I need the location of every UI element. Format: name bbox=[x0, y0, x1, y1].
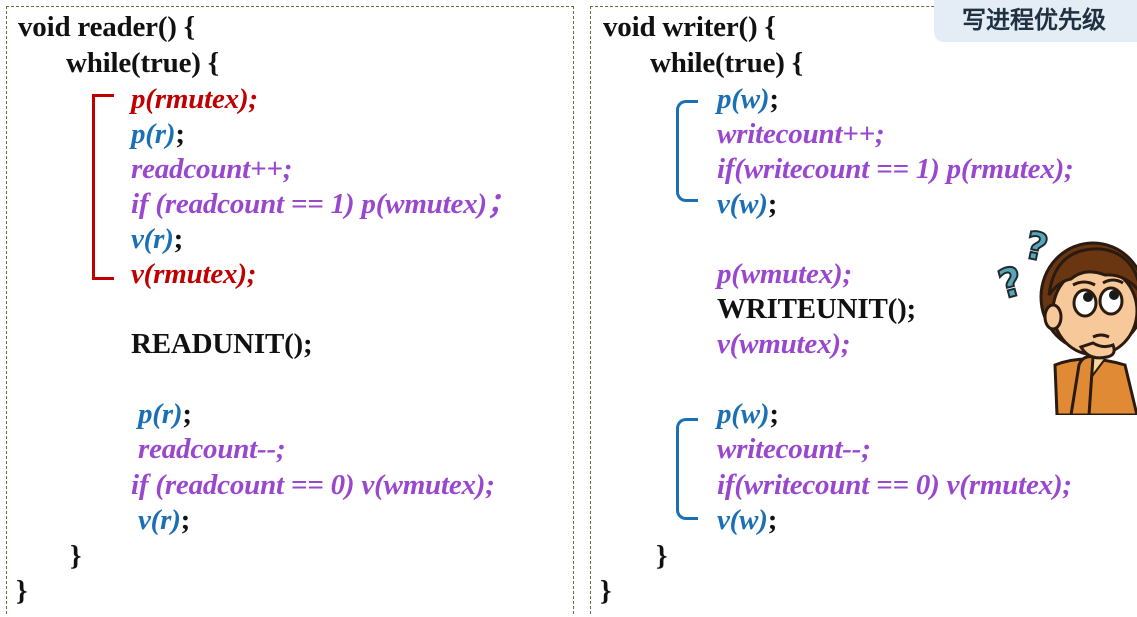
writer-writeunit: WRITEUNIT(); bbox=[717, 293, 916, 325]
writer-p-w-line: p(w); bbox=[717, 83, 779, 115]
reader-entry-bracket bbox=[92, 94, 114, 280]
reader-p-r2: p(r) bbox=[138, 398, 183, 430]
writer-v-w2: v(w) bbox=[717, 504, 768, 536]
reader-while-line: while(true) { bbox=[66, 47, 219, 79]
reader-readcount-dec: readcount--; bbox=[138, 433, 286, 465]
writer-v-w-line: v(w); bbox=[717, 188, 778, 220]
writer-while-close: } bbox=[656, 540, 668, 572]
writer-while-line: while(true) { bbox=[650, 47, 803, 79]
reader-p-rmutex: p(rmutex); bbox=[131, 83, 258, 115]
question-mark-icon: ? bbox=[1020, 222, 1053, 272]
reader-if-first: if (readcount == 1) p(wmutex)； bbox=[131, 188, 516, 220]
writer-exit-bracket bbox=[676, 418, 698, 520]
writer-if-last: if(writecount == 0) v(rmutex); bbox=[717, 469, 1072, 501]
writer-code-panel bbox=[590, 6, 1137, 614]
writer-writecount-dec: writecount--; bbox=[717, 433, 871, 465]
reader-v-rmutex: v(rmutex); bbox=[131, 258, 257, 290]
reader-v-r2: v(r) bbox=[138, 504, 181, 536]
reader-readunit: READUNIT(); bbox=[131, 328, 313, 360]
reader-code-panel bbox=[6, 6, 574, 614]
reader-p-r-line: p(r); bbox=[131, 118, 185, 150]
writer-p-w2: p(w) bbox=[717, 398, 770, 430]
reader-readcount-inc: readcount++; bbox=[131, 153, 293, 185]
writer-v-wmutex: v(wmutex); bbox=[717, 328, 851, 360]
writer-v-w: v(w) bbox=[717, 188, 768, 220]
writer-priority-tag: 写进程优先级 bbox=[934, 0, 1137, 42]
writer-entry-bracket bbox=[676, 100, 698, 202]
writer-signature: void writer() { bbox=[603, 11, 776, 43]
writer-p-w2-line: p(w); bbox=[717, 398, 779, 430]
svg-text:?: ? bbox=[1021, 223, 1052, 271]
reader-v-r-line: v(r); bbox=[131, 223, 184, 255]
reader-if-last: if (readcount == 0) v(wmutex); bbox=[131, 469, 495, 501]
writer-p-w: p(w) bbox=[717, 83, 770, 115]
reader-func-close: } bbox=[16, 575, 28, 607]
writer-writecount-inc: writecount++; bbox=[717, 118, 885, 150]
thinking-boy-illustration: ? ? bbox=[993, 222, 1137, 415]
reader-while-close: } bbox=[70, 540, 82, 572]
writer-func-close: } bbox=[600, 575, 612, 607]
writer-v-w2-line: v(w); bbox=[717, 504, 778, 536]
reader-p-r2-line: p(r); bbox=[138, 398, 192, 430]
reader-v-r2-line: v(r); bbox=[138, 504, 191, 536]
writer-p-wmutex: p(wmutex); bbox=[717, 258, 852, 290]
reader-signature: void reader() { bbox=[18, 11, 196, 43]
reader-v-r: v(r) bbox=[131, 223, 174, 255]
reader-p-r: p(r) bbox=[131, 118, 176, 150]
writer-if-first: if(writecount == 1) p(rmutex); bbox=[717, 153, 1074, 185]
